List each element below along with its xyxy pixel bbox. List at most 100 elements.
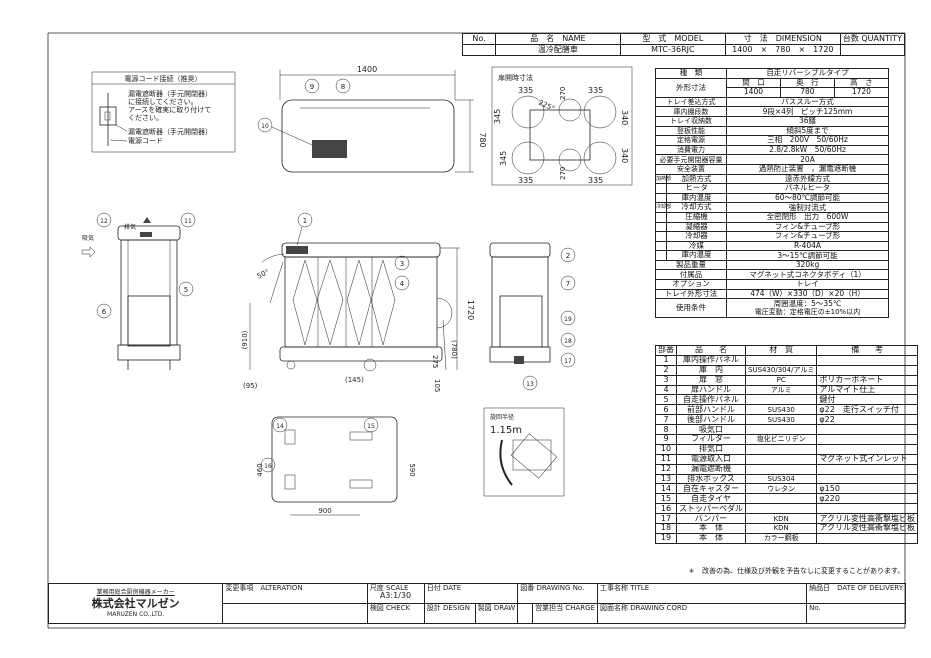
- model: MTC-36RJC: [619, 44, 726, 56]
- turning-radius: 旋回半径 1.15m: [483, 407, 565, 497]
- power-note-title: 電源コード接続（推奨）: [125, 74, 202, 83]
- header-table: No. 品 名 NAME 型 式 MODEL 寸 法 DIMENSION 台数 …: [462, 33, 906, 56]
- rear-view: 2 7 19 18 17 13: [489, 242, 576, 391]
- spec-group-label: 冷却部: [656, 203, 672, 212]
- svg-text:5: 5: [184, 286, 188, 294]
- spec-row: 付属品マグネット式コネクタボディ（1）: [655, 269, 889, 281]
- title-block: 業務用総合厨房機器メーカー 株式会社マルゼン MARUZEN CO.,LTD. …: [47, 583, 906, 624]
- svg-text:460: 460: [256, 463, 264, 476]
- top-view: 1400 780 9 8 10: [257, 65, 487, 173]
- svg-text:11: 11: [184, 218, 192, 225]
- svg-text:7: 7: [566, 280, 570, 288]
- svg-text:17: 17: [564, 358, 572, 365]
- svg-text:340: 340: [620, 110, 629, 125]
- spec-row: 圧縮機全密閉形 出力 600W: [655, 211, 889, 223]
- svg-text:扉開時寸法: 扉開時寸法: [498, 73, 533, 82]
- spec-row: 加熱部加熱方式遠赤外線方式: [655, 173, 889, 185]
- door-open-dimensions: 扉開時寸法 335 335 335 335 345 345 340 340 27…: [491, 66, 633, 186]
- svg-text:900: 900: [318, 507, 331, 515]
- dim-width: 1400: [357, 65, 377, 74]
- svg-text:漏電遮断器（手元開閉器）: 漏電遮断器（手元開閉器）: [128, 127, 212, 136]
- spec-row: 外形寸法間 口奥 行高 さ: [655, 77, 890, 98]
- spec-row: ヒータパネルヒータ: [655, 183, 889, 194]
- svg-text:12: 12: [100, 218, 108, 225]
- product-name: 温冷配膳車: [494, 44, 621, 56]
- svg-text:1: 1: [303, 217, 307, 225]
- svg-text:旋回半径: 旋回半径: [490, 413, 514, 421]
- svg-text:(95): (95): [243, 382, 258, 390]
- front-view: 1720 (780) 275 105 (145) (910) (95) 50° …: [241, 212, 475, 392]
- svg-text:1.15m: 1.15m: [490, 425, 522, 436]
- svg-text:2: 2: [566, 252, 570, 260]
- svg-text:105: 105: [433, 379, 441, 392]
- bottom-view: 460 590 900 14 15 16: [256, 416, 416, 516]
- svg-text:225°: 225°: [537, 99, 556, 113]
- svg-text:16: 16: [264, 463, 272, 470]
- svg-text:14: 14: [276, 423, 284, 430]
- svg-text:ください。: ください。: [128, 114, 163, 122]
- svg-text:排気: 排気: [124, 223, 136, 231]
- parts-header: 部番品 名材 質備 考: [655, 345, 918, 356]
- spec-row: 安全装置過熱防止装置 ，漏電遮断機: [655, 163, 889, 175]
- spec-row: 冷却部冷却方式強制対流式: [655, 202, 889, 213]
- svg-text:335: 335: [518, 86, 533, 95]
- svg-text:275: 275: [431, 355, 439, 368]
- svg-text:15: 15: [367, 423, 375, 430]
- svg-text:8: 8: [341, 83, 345, 91]
- svg-text:(145): (145): [345, 376, 364, 384]
- svg-text:13: 13: [526, 381, 534, 388]
- svg-text:(910): (910): [241, 330, 249, 349]
- svg-text:18: 18: [564, 338, 572, 345]
- spec-row: 種 類自走リバーシブルタイプ: [655, 68, 889, 79]
- svg-text:335: 335: [518, 176, 533, 185]
- dim-height: 1720: [466, 300, 475, 320]
- spec-group-label: 加熱部: [656, 174, 672, 183]
- svg-text:吸気: 吸気: [82, 234, 94, 242]
- svg-text:10: 10: [261, 123, 269, 130]
- svg-text:4: 4: [400, 280, 405, 288]
- svg-text:335: 335: [588, 176, 603, 185]
- svg-text:340: 340: [620, 148, 629, 163]
- svg-text:アースを確実に取り付けて: アースを確実に取り付けて: [128, 105, 211, 114]
- dim-depth: 780: [478, 132, 487, 147]
- svg-text:19: 19: [564, 316, 572, 323]
- svg-text:335: 335: [588, 86, 603, 95]
- svg-text:345: 345: [493, 109, 502, 124]
- company-logo: 業務用総合厨房機器メーカー 株式会社マルゼン MARUZEN CO.,LTD.: [47, 583, 224, 624]
- svg-text:6: 6: [102, 308, 107, 316]
- power-cord-note: 電源コード接続（推奨） 漏電遮断器（手元開閉器） に接続してください。 アースを…: [91, 71, 236, 153]
- svg-text:590: 590: [408, 463, 416, 476]
- svg-text:電源コード: 電源コード: [128, 136, 163, 145]
- spec-row: 定格電源三相 200V 50/60Hz: [655, 135, 889, 146]
- svg-text:3: 3: [400, 260, 404, 268]
- svg-text:に接続してください。: に接続してください。: [128, 97, 198, 106]
